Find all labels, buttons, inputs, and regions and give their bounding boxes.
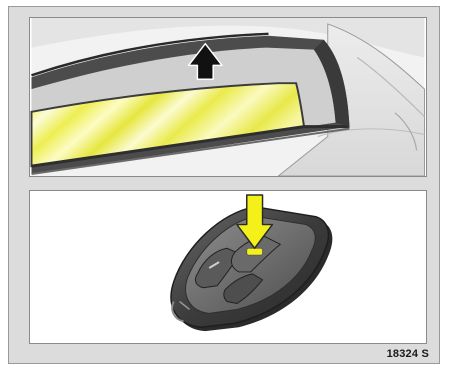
car-window-panel xyxy=(29,17,427,177)
car-window-illustration xyxy=(30,18,426,176)
illustration-figure: 18324 S xyxy=(8,6,440,364)
figure-id-label: 18324 S xyxy=(387,348,429,360)
key-fob-panel xyxy=(29,190,427,344)
key-fob-illustration xyxy=(30,191,426,343)
